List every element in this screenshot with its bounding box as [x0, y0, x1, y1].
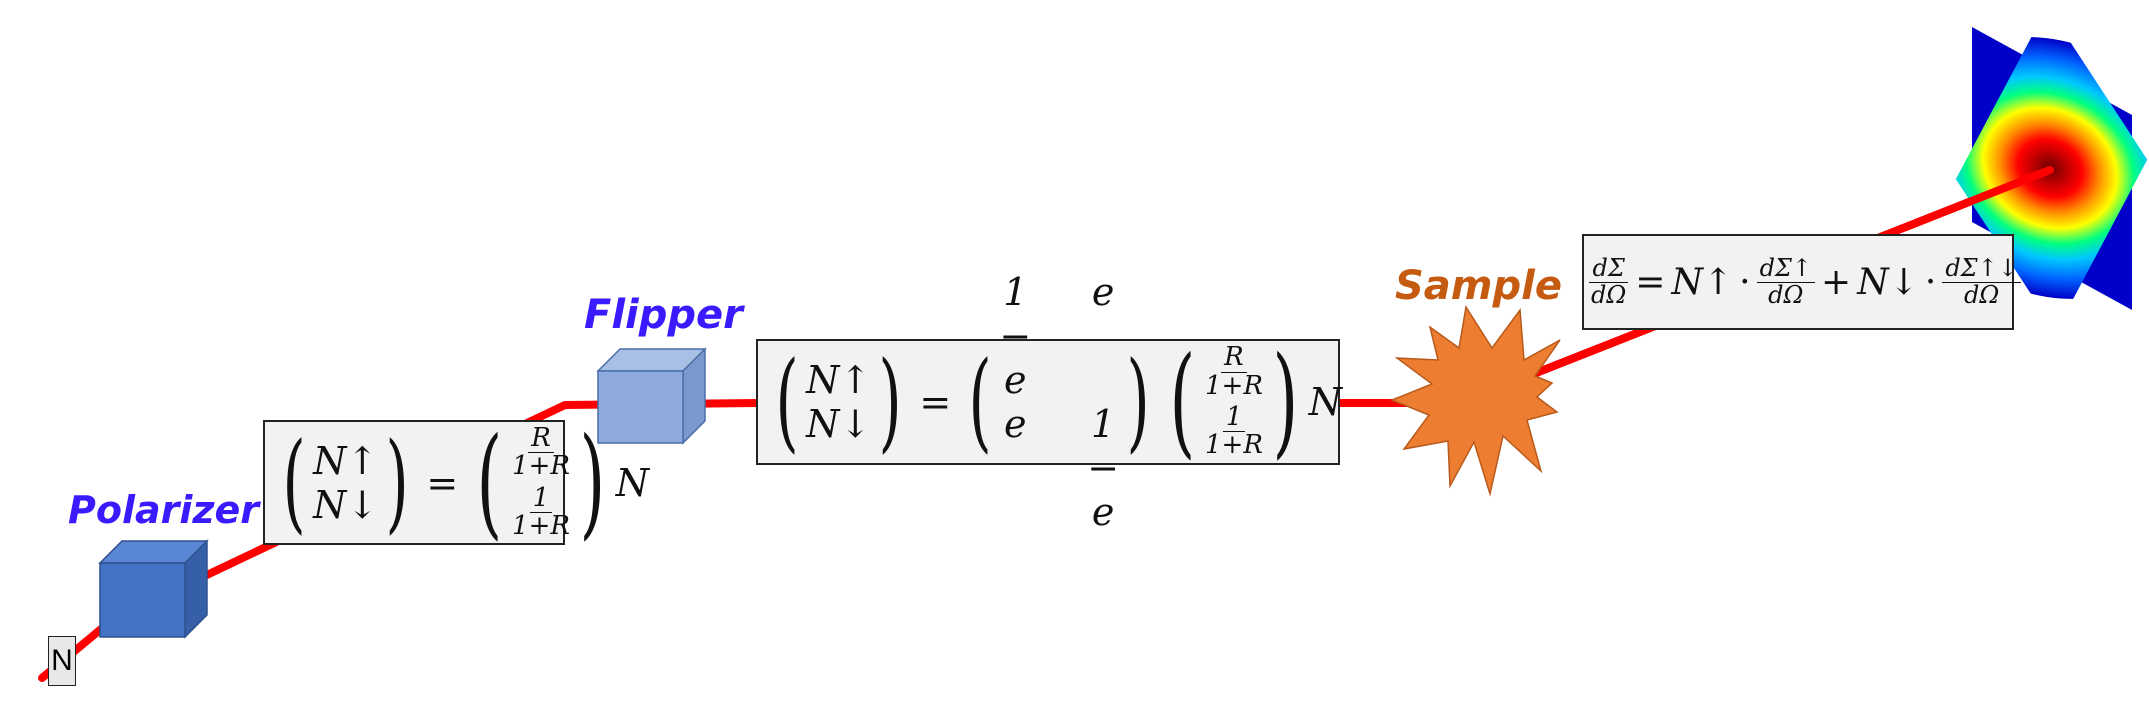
flipper-lhs-down: N↓: [806, 402, 872, 446]
polarizer-rhs-bottom-num: 1: [529, 484, 553, 513]
neutron-source-tag: N: [48, 636, 76, 686]
detector-lhs-num: dΣ: [1589, 256, 1628, 283]
neutron-source-label: N: [51, 644, 73, 677]
flipper-vec-top-num: R: [1221, 344, 1247, 373]
flipper-label: Flipper: [584, 292, 743, 338]
detector-plus: +: [1821, 261, 1852, 303]
detector-dot-1: ·: [1739, 261, 1751, 303]
detector-dot-2: ·: [1924, 261, 1937, 303]
flipper-matrix-21: e: [1004, 402, 1027, 446]
polarizer-tail-n: N: [615, 460, 650, 505]
detector-term1-den: dΩ: [1768, 280, 1804, 309]
flipper-equation-box: ( N↑ N↓ ) = ( 1 − e e e 1 − e ) ( R 1+R …: [756, 270, 1342, 534]
polarizer-equation-box: ( N↑ N↓ ) = ( R 1+R 1 1+R ) N: [263, 420, 649, 545]
polarizer-rhs-top-num: R: [528, 424, 554, 454]
flipper-equals: =: [919, 380, 952, 424]
detector-equals: =: [1635, 261, 1666, 303]
flipper-cube: [596, 347, 707, 445]
detector-term2-den: dΩ: [1963, 280, 2000, 309]
polarizer-equals: =: [426, 460, 459, 505]
flipper-vec-bottom-den: 1+R: [1205, 430, 1263, 461]
flipper-matrix-12: e: [1091, 270, 1115, 314]
sample-label: Sample: [1395, 263, 1562, 309]
flipper-matrix-11: 1 − e: [999, 270, 1032, 402]
polarizer-cube: [98, 539, 209, 639]
flipper-matrix-22: 1 − e: [1087, 402, 1120, 534]
polarizer-rhs-bottom-den: 1+R: [512, 510, 570, 541]
detector-term2-num: dΣ↑↓: [1942, 256, 2021, 283]
detector: [1456, 27, 2149, 407]
detector-n-down: N↓: [1857, 261, 1919, 303]
flipper-vec-top-den: 1+R: [1205, 370, 1263, 401]
polarizer-rhs-top-den: 1+R: [512, 451, 570, 482]
polarizer-label: Polarizer: [68, 488, 260, 532]
detector-n-up: N↑: [1671, 261, 1734, 303]
flipper-vec-bottom-num: 1: [1222, 403, 1246, 433]
polarizer-lhs-up: N↑: [313, 438, 379, 483]
detector-lhs-den: dΩ: [1591, 280, 1627, 309]
flipper-lhs-up: N↑: [806, 358, 872, 402]
polarizer-lhs-down: N↓: [313, 482, 379, 527]
sample-burst: [1389, 304, 1561, 497]
detector-term1-num: dΣ↑: [1756, 256, 1816, 283]
flipper-tail-n: N: [1308, 380, 1342, 424]
detector-equation-box: dΣ dΩ = N↑ · dΣ↑ dΩ + N↓ · dΣ↑↓ dΩ: [1582, 234, 2021, 330]
